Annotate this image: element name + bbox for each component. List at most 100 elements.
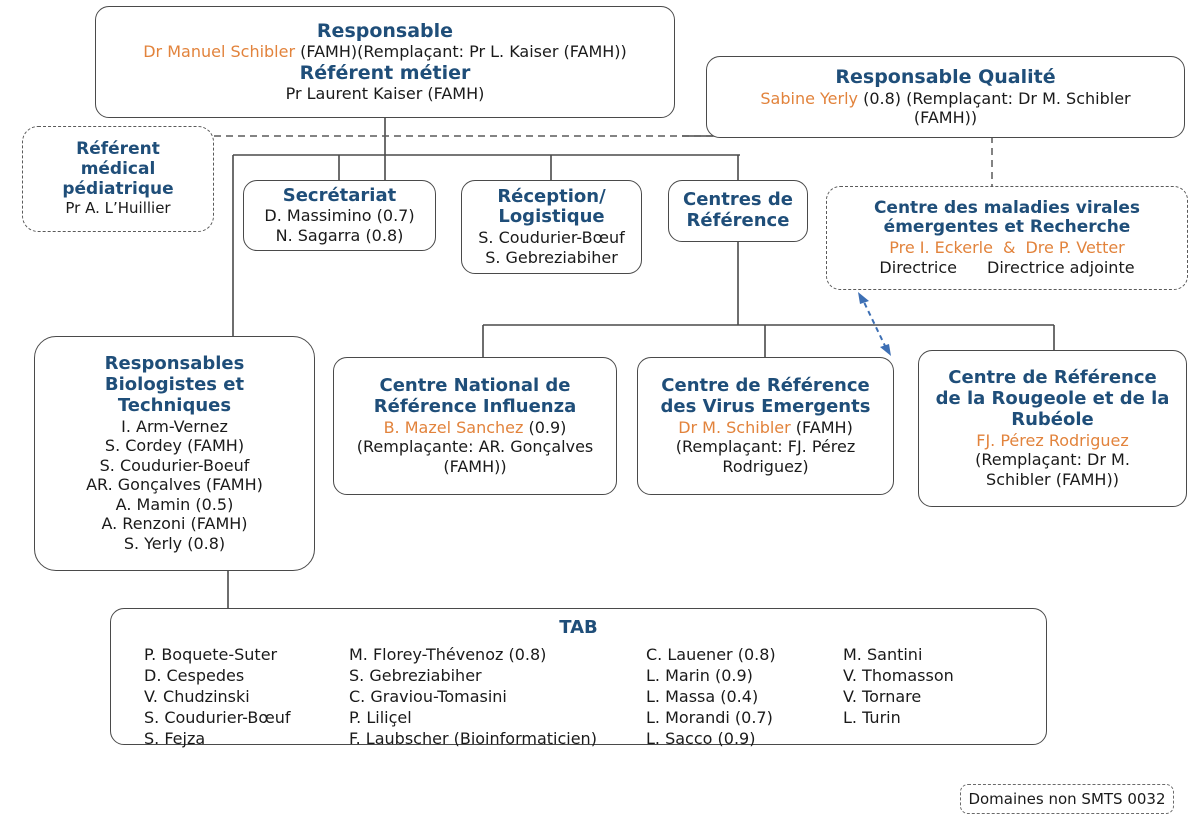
influenza-lead-name: B. Mazel Sanchez [383,417,524,437]
responsables-bio-member: A. Renzoni (FAMH) [101,514,248,534]
tab-column: M. Florey-Thévenoz (0.8) S. Gebreziabihe… [349,645,646,750]
box-reception-logistique[interactable]: Réception/ Logistique S. Coudurier-Bœuf … [461,180,642,274]
tab-member: S. Coudurier-Bœuf [144,707,291,727]
virus-emergents-deputy-line1: (Remplaçant: FJ. Pérez [675,437,856,457]
influenza-lead-suffix: (0.9) [523,417,567,437]
responsables-bio-title-line2: Biologistes et [104,373,245,395]
responsables-bio-member: AR. Gonçalves (FAMH) [86,475,263,495]
pediatrique-title-line2: médical [80,158,156,179]
box-centre-maladies-virales-emergentes[interactable]: Centre des maladies virales émergentes e… [826,186,1188,290]
virus-emergents-lead-row: Dr M. Schibler (FAMH) [678,418,853,438]
tab-member: D. Cespedes [144,665,245,685]
box-centre-national-reference-influenza[interactable]: Centre National de Référence Influenza B… [333,357,617,495]
box-responsables-biologistes-techniques[interactable]: Responsables Biologistes et Techniques I… [34,336,315,571]
emergentes-director-name: Pre I. Eckerle [889,238,993,258]
tab-columns: P. Boquete-Suter D. Cespedes V. Chudzins… [119,645,1038,750]
box-centre-reference-virus-emergents[interactable]: Centre de Référence des Virus Emergents … [637,357,894,495]
tab-member: V. Tornare [843,686,922,706]
status-badge-domaines-non-smts: Domaines non SMTS 0032 [960,784,1174,814]
tab-member: C. Graviou-Tomasini [349,686,507,706]
tab-title: TAB [559,617,598,638]
virus-emergents-deputy-line2: Rodriguez) [722,456,809,476]
rougeole-title-line2: de la Rougeole et de la [935,387,1170,409]
virus-emergents-title-line2: des Virus Emergents [660,395,871,417]
influenza-lead-row: B. Mazel Sanchez (0.9) [384,418,567,438]
box-centres-de-reference[interactable]: Centres de Référence [668,180,808,242]
rougeole-lead-name: FJ. Pérez Rodriguez [976,430,1129,450]
emergentes-title-line1: Centre des maladies virales [873,197,1141,218]
responsables-bio-title-line1: Responsables [104,352,245,374]
influenza-deputy-line1: (Remplaçante: AR. Gonçalves [356,437,594,457]
secretariat-member: N. Sagarra (0.8) [275,225,404,245]
reception-member: S. Coudurier-Bœuf [478,228,625,248]
secretariat-title: Secrétariat [282,184,397,206]
pediatrique-title-line1: Référent [76,139,160,160]
responsables-bio-member: S. Coudurier-Boeuf [99,455,250,475]
emergentes-directors-row: Pre I. Eckerle & Dre P. Vetter [889,238,1125,258]
arrow-emergentes-link [858,292,891,356]
tab-column: C. Lauener (0.8) L. Marin (0.9) L. Massa… [646,645,843,750]
tab-column: M. Santini V. Thomasson V. Tornare L. Tu… [843,645,1023,750]
responsables-bio-title-line3: Techniques [117,394,232,416]
box-referent-medical-pediatrique[interactable]: Référent médical pédiatrique Pr A. L’Hui… [22,126,214,232]
responsable-title: Responsable [316,20,454,43]
qualite-person-row: Sabine Yerly (0.8) (Remplaçant: Dr M. Sc… [760,89,1130,109]
tab-member: F. Laubscher (Bioinformaticien) [349,728,597,748]
tab-member: L. Sacco (0.9) [646,728,756,748]
tab-member: L. Marin (0.9) [646,665,753,685]
virus-emergents-title-line1: Centre de Référence [661,374,870,396]
rougeole-deputy-line1: (Remplaçant: Dr M. [975,450,1130,470]
centres-title-line1: Centres de [683,189,793,211]
influenza-title-line1: Centre National de [379,374,571,396]
secretariat-member: D. Massimino (0.7) [264,206,415,226]
tab-member: P. Boquete-Suter [144,644,278,664]
tab-member: L. Morandi (0.7) [646,707,773,727]
tab-member: V. Thomasson [843,665,954,685]
tab-member: M. Florey-Thévenoz (0.8) [349,644,547,664]
responsables-bio-member: S. Yerly (0.8) [123,533,226,553]
tab-member: V. Chudzinski [144,686,250,706]
virus-emergents-lead-suffix: (FAMH) [790,417,853,437]
pediatrique-person: Pr A. L’Huillier [65,199,171,218]
responsables-bio-member: A. Mamin (0.5) [115,494,234,514]
reception-member: S. Gebreziabiher [485,247,618,267]
influenza-deputy-line2: (FAMH)) [443,456,507,476]
qualite-person-suffix: (0.8) (Remplaçant: Dr M. Schibler [858,88,1131,108]
centres-title-line2: Référence [686,210,790,231]
rougeole-title-line3: Rubéole [1011,408,1094,430]
rougeole-deputy-line2: Schibler (FAMH)) [986,469,1119,489]
qualite-person-line2: (FAMH)) [913,108,978,128]
pediatrique-title-line3: pédiatrique [62,178,174,199]
qualite-person-name: Sabine Yerly [760,88,859,108]
tab-member: M. Santini [843,644,923,664]
responsable-person-name: Dr Manuel Schibler [143,42,296,62]
responsable-person-row: Dr Manuel Schibler (FAMH)(Remplaçant: Pr… [143,42,627,62]
tab-member: L. Turin [843,707,901,727]
box-responsable[interactable]: Responsable Dr Manuel Schibler (FAMH)(Re… [95,6,675,118]
emergentes-director-role: Directrice [879,257,957,277]
influenza-title-line2: Référence Influenza [373,395,577,417]
referent-metier-person: Pr Laurent Kaiser (FAMH) [285,84,485,104]
tab-member: P. Liliçel [349,707,412,727]
referent-metier-title: Référent métier [299,62,471,84]
tab-member: S. Gebreziabiher [349,665,482,685]
emergentes-roles-row: Directrice Directrice adjointe [879,258,1134,278]
tab-member: C. Lauener (0.8) [646,644,776,664]
responsable-person-suffix: (FAMH)(Remplaçant: Pr L. Kaiser (FAMH)) [295,42,627,62]
emergentes-ampersand: & [1002,238,1016,258]
qualite-title: Responsable Qualité [835,66,1056,89]
rougeole-title-line1: Centre de Référence [948,366,1157,388]
tab-member: S. Fejza [144,728,206,748]
box-tab[interactable]: TAB P. Boquete-Suter D. Cespedes V. Chud… [110,608,1047,748]
box-secretariat[interactable]: Secrétariat D. Massimino (0.7) N. Sagarr… [243,180,436,251]
box-centre-reference-rougeole-rubeole[interactable]: Centre de Référence de la Rougeole et de… [918,350,1187,507]
emergentes-deputy-name: Dre P. Vetter [1025,238,1125,258]
tab-column: P. Boquete-Suter D. Cespedes V. Chudzins… [144,645,349,750]
box-responsable-qualite[interactable]: Responsable Qualité Sabine Yerly (0.8) (… [706,56,1185,138]
emergentes-title-line2: émergentes et Recherche [883,217,1131,238]
responsables-bio-member: I. Arm-Vernez [121,416,228,436]
reception-title-line2: Logistique [498,206,605,228]
emergentes-deputy-role: Directrice adjointe [987,257,1135,277]
reception-title-line1: Réception/ [497,185,606,207]
